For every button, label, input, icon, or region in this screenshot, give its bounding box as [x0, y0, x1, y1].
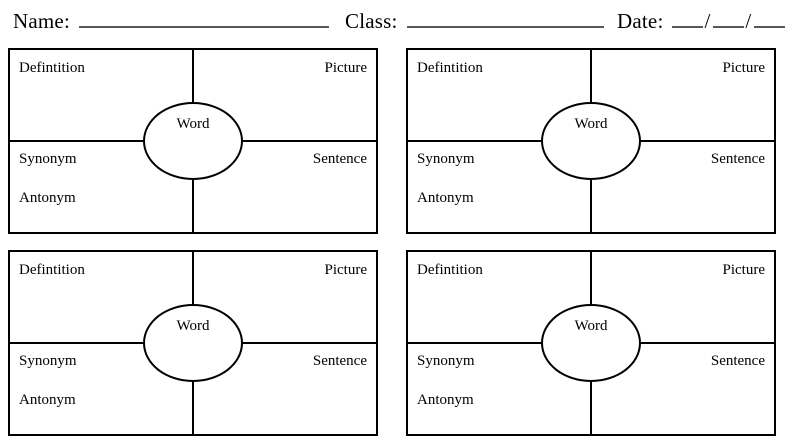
quadrant-label-sentence: Sentence	[710, 151, 765, 167]
horizontal-divider-left	[408, 140, 591, 142]
word-ellipse-label: Word	[574, 318, 608, 334]
date-year-blank[interactable]	[754, 12, 786, 28]
word-ellipse[interactable]: Word	[143, 304, 243, 382]
quadrant-label-definition: Defintition	[19, 262, 85, 278]
word-map-card[interactable]: Defintition Picture Synonym Antonym Sent…	[406, 250, 776, 436]
word-ellipse[interactable]: Word	[541, 102, 641, 180]
quadrant-label-picture: Picture	[722, 60, 766, 76]
name-input-blank[interactable]	[78, 12, 329, 28]
class-label: Class:	[345, 9, 398, 33]
name-field-group: Name:	[13, 11, 329, 32]
horizontal-divider-left	[408, 342, 591, 344]
quadrant-label-synonym: Synonym	[417, 353, 475, 369]
horizontal-divider-right	[193, 342, 376, 344]
word-ellipse[interactable]: Word	[143, 102, 243, 180]
word-map-card[interactable]: Defintition Picture Synonym Antonym Sent…	[8, 250, 378, 436]
word-ellipse[interactable]: Word	[541, 304, 641, 382]
worksheet-header: Name: Class: Date: / /	[0, 0, 794, 44]
date-label: Date:	[617, 9, 664, 33]
name-label: Name:	[13, 9, 70, 33]
quadrant-label-definition: Defintition	[417, 262, 483, 278]
quadrant-label-picture: Picture	[324, 60, 368, 76]
horizontal-divider-left	[10, 140, 193, 142]
word-ellipse-label: Word	[176, 318, 210, 334]
date-day-blank[interactable]	[713, 12, 745, 28]
date-separator-1: /	[704, 9, 711, 33]
class-field-group: Class:	[345, 11, 604, 32]
quadrant-label-synonym: Synonym	[19, 353, 77, 369]
quadrant-label-antonym: Antonym	[19, 392, 76, 408]
date-separator-2: /	[745, 9, 752, 33]
word-ellipse-label: Word	[176, 116, 210, 132]
quadrant-label-definition: Defintition	[19, 60, 85, 76]
word-map-card[interactable]: Defintition Picture Synonym Antonym Sent…	[406, 48, 776, 234]
quadrant-label-sentence: Sentence	[312, 151, 367, 167]
quadrant-label-sentence: Sentence	[312, 353, 367, 369]
quadrant-label-antonym: Antonym	[417, 190, 474, 206]
date-month-blank[interactable]	[672, 12, 704, 28]
word-map-card[interactable]: Defintition Picture Synonym Antonym Sent…	[8, 48, 378, 234]
quadrant-label-picture: Picture	[722, 262, 766, 278]
quadrant-label-picture: Picture	[324, 262, 368, 278]
quadrant-label-synonym: Synonym	[417, 151, 475, 167]
date-field-group: Date: / /	[617, 9, 786, 33]
quadrant-label-sentence: Sentence	[710, 353, 765, 369]
quadrant-label-antonym: Antonym	[19, 190, 76, 206]
horizontal-divider-right	[591, 342, 774, 344]
class-input-blank[interactable]	[406, 12, 604, 28]
horizontal-divider-right	[193, 140, 376, 142]
quadrant-label-synonym: Synonym	[19, 151, 77, 167]
quadrant-label-definition: Defintition	[417, 60, 483, 76]
quadrant-label-antonym: Antonym	[417, 392, 474, 408]
horizontal-divider-right	[591, 140, 774, 142]
word-ellipse-label: Word	[574, 116, 608, 132]
horizontal-divider-left	[10, 342, 193, 344]
